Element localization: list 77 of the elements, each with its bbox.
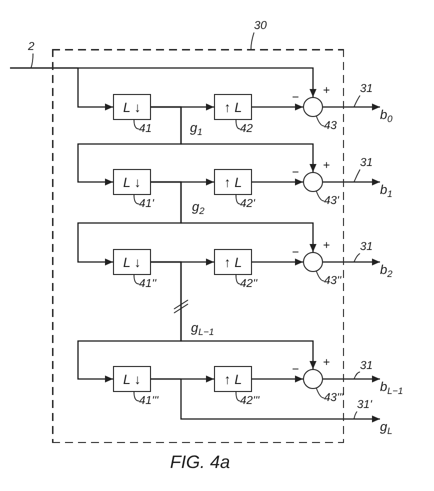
leader-line	[236, 274, 240, 284]
signal-label: b$_{2}$	[380, 262, 392, 279]
rate-change-block: ↑ L	[214, 169, 252, 195]
signal-arrow	[323, 258, 380, 266]
rate-change-block: ↑ L	[214, 249, 252, 275]
leader-line	[236, 392, 240, 402]
sign-label: −	[292, 246, 300, 258]
signal-arrow	[151, 181, 316, 252]
reference-numeral: 31	[360, 84, 373, 96]
reference-numeral: 30	[254, 21, 267, 32]
signal-arrow	[323, 376, 380, 382]
reference-numeral: 42'''	[240, 396, 260, 408]
leader-line	[316, 116, 324, 126]
reference-numeral: 43'''	[324, 393, 344, 404]
signal-arrow	[10, 67, 316, 97]
sign-label: +	[323, 356, 330, 368]
signal-label: g$_{2}$	[192, 199, 204, 216]
signal-arrow	[252, 258, 303, 266]
signal-arrow	[323, 178, 380, 186]
leader-line	[354, 253, 360, 262]
leader-line	[236, 120, 240, 130]
signal-arrow	[252, 376, 303, 382]
reference-numeral: 42	[240, 124, 253, 136]
signal-label: b$_{L−1}$	[380, 379, 404, 396]
leader-line	[134, 120, 140, 130]
leader-line	[316, 388, 324, 398]
rate-change-block: L ↓	[113, 169, 151, 195]
reference-numeral: 31	[360, 158, 373, 170]
signal-arrow	[252, 178, 303, 186]
reference-numeral: 43'	[324, 196, 339, 208]
figure-caption: FIG. 4a	[170, 452, 230, 474]
signal-arrow	[151, 261, 316, 369]
reference-numeral: 43	[324, 121, 337, 132]
leader-line	[316, 270, 324, 282]
sign-label: +	[323, 84, 330, 96]
reference-numeral: 2	[28, 42, 34, 54]
signal-label: g$_{L−1}$	[191, 320, 214, 337]
sign-label: −	[292, 166, 300, 178]
leader-line	[316, 190, 324, 202]
rate-change-block: L ↓	[113, 94, 151, 120]
sign-label: +	[323, 239, 330, 251]
rate-change-block: L ↓	[113, 366, 151, 392]
leader-line	[134, 392, 140, 402]
reference-numeral: 41'	[139, 199, 154, 210]
leader-line	[354, 411, 358, 420]
reference-numeral: 41''	[139, 279, 156, 290]
leader-line	[354, 169, 360, 182]
leader-line	[134, 274, 140, 284]
signal-arrow	[151, 378, 380, 422]
leader-line	[236, 194, 240, 204]
reference-numeral: 31'	[357, 400, 372, 412]
reference-numeral: 43''	[324, 276, 342, 288]
rate-change-block: ↑ L	[214, 366, 252, 392]
reference-numeral: 31	[360, 242, 373, 254]
signal-label: b$_{1}$	[380, 182, 392, 199]
rate-change-block: ↑ L	[214, 94, 252, 120]
signal-label: g$_{L}$	[380, 419, 392, 436]
leader-line	[30, 53, 34, 68]
reference-numeral: 41'''	[139, 396, 158, 408]
signal-arrow	[323, 104, 380, 110]
dashed-boundary	[52, 49, 344, 443]
reference-numeral: 42'	[240, 199, 255, 210]
signal-label: g$_{1}$	[190, 120, 202, 137]
leader-line	[250, 32, 254, 50]
reference-numeral: 31	[360, 361, 373, 372]
leader-line	[134, 194, 140, 204]
sign-label: +	[323, 159, 330, 171]
leader-line	[354, 95, 360, 108]
sign-label: −	[292, 363, 300, 375]
sign-label: −	[292, 91, 300, 103]
signal-arrow	[151, 106, 316, 172]
leader-line	[354, 372, 360, 380]
reference-numeral: 41	[139, 124, 152, 136]
signal-arrow	[252, 104, 303, 110]
signal-label: b$_{0}$	[380, 107, 392, 124]
reference-numeral: 42''	[240, 279, 258, 290]
rate-change-block: L ↓	[113, 249, 151, 275]
